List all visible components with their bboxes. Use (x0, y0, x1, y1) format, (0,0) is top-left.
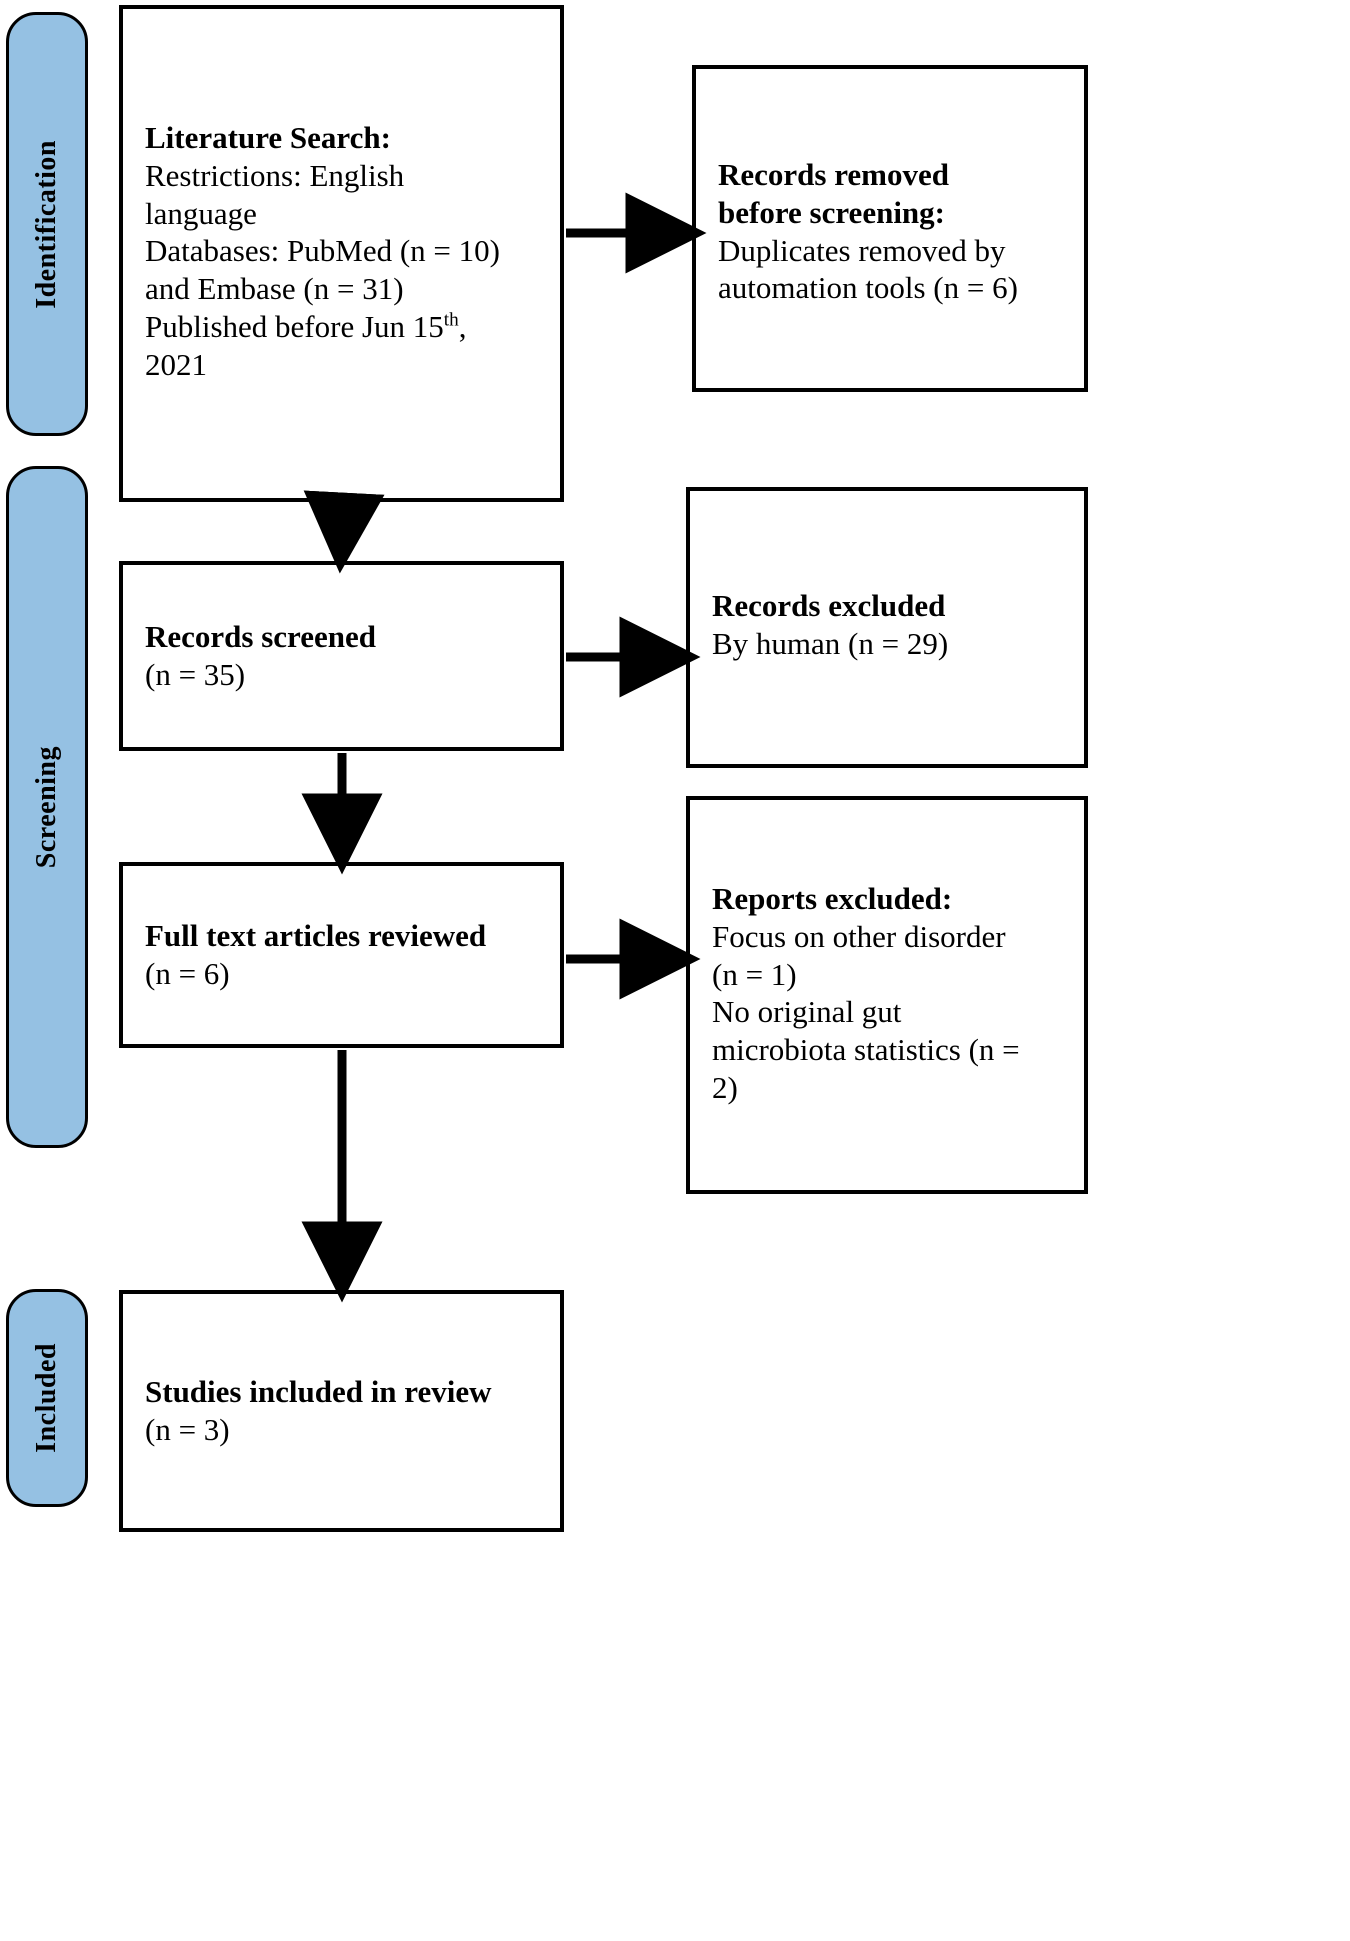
records-removed-heading-line1: Records removed (718, 157, 950, 192)
full-text-reviewed-heading: Full text articles reviewed (145, 918, 487, 954)
stage-label-identification: Identification (31, 139, 62, 309)
stage-band-identification: Identification (6, 12, 88, 436)
box-full-text-reviewed: Full text articles reviewed (n = 6) (119, 862, 564, 1048)
box-records-screened: Records screened (n = 35) (119, 561, 564, 751)
stage-band-screening: Screening (6, 466, 88, 1148)
studies-included-heading: Studies included in review (145, 1374, 492, 1410)
records-screened-heading: Records screened (145, 619, 377, 655)
literature-search-heading: Literature Search: (145, 120, 391, 155)
records-removed-line1: Duplicates removed by (718, 232, 1006, 268)
reports-excluded-line1: Focus on other disorder (712, 918, 1006, 954)
reports-excluded-heading: Reports excluded: (712, 881, 953, 916)
arrow-search-to-screened (303, 490, 385, 574)
literature-search-line6: 2021 (145, 346, 207, 382)
literature-search-line4: and Embase (n = 31) (145, 271, 404, 307)
reports-excluded-line4: microbiota statistics (n = (712, 1032, 1020, 1068)
literature-search-line5-text: Published before Jun 15 (145, 309, 444, 345)
reports-excluded-line5: 2) (712, 1070, 738, 1106)
records-removed-line2: automation tools (n = 6) (718, 270, 1018, 306)
records-screened-count: (n = 35) (145, 657, 246, 692)
literature-search-line5-comma: , (458, 309, 467, 345)
records-excluded-heading: Records excluded (712, 588, 946, 623)
literature-search-line2: language (145, 195, 257, 231)
box-studies-included: Studies included in review (n = 3) (119, 1290, 564, 1532)
literature-search-line1: Restrictions: English (145, 157, 405, 193)
stage-label-screening: Screening (31, 745, 62, 869)
literature-search-line5: Published before Jun 15th, (145, 308, 538, 346)
full-text-reviewed-count: (n = 6) (145, 956, 230, 991)
stage-band-included: Included (6, 1289, 88, 1507)
box-records-removed: Records removed before screening: Duplic… (692, 65, 1088, 392)
stage-label-included: Included (31, 1343, 62, 1453)
box-literature-search: Literature Search: Restrictions: English… (119, 5, 564, 502)
records-removed-heading-line2: before screening: (718, 194, 945, 230)
literature-search-line3: Databases: PubMed (n = 10) (145, 233, 500, 269)
ordinal-suffix: th (443, 309, 459, 331)
reports-excluded-line3: No original gut (712, 994, 902, 1030)
box-records-excluded: Records excluded By human (n = 29) (686, 487, 1088, 768)
studies-included-count: (n = 3) (145, 1412, 230, 1447)
box-reports-excluded: Reports excluded: Focus on other disorde… (686, 796, 1088, 1194)
reports-excluded-line2: (n = 1) (712, 956, 797, 992)
records-excluded-line1: By human (n = 29) (712, 625, 949, 661)
